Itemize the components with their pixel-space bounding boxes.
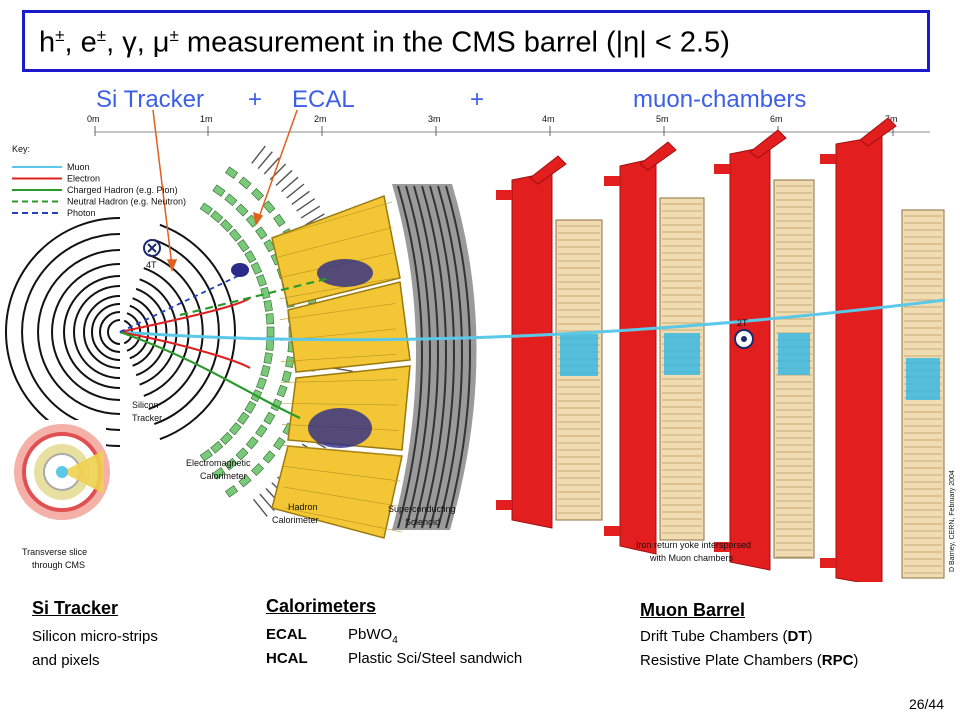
- hadron-shower-lower: [308, 408, 372, 448]
- subtitle-tracker: Si Tracker: [96, 86, 205, 113]
- transverse-slice-inset: [14, 420, 110, 546]
- subtitle-plus-2: +: [470, 86, 485, 113]
- hadron-shower-upper: [317, 259, 373, 287]
- legend-label-3: Neutral Hadron (e.g. Neutron): [67, 197, 186, 207]
- cms-slice-diagram: 0m 1m 2m 3m 4m 5m 6m 7m: [5, 110, 956, 582]
- scale-tick-1: 1m: [200, 114, 213, 124]
- solenoid-label-1: Superconducting: [388, 504, 456, 514]
- ecal-label-2: Calorimeter: [200, 471, 247, 481]
- tracker-line-1: Silicon micro-strips: [32, 628, 158, 645]
- muon-heading: Muon Barrel: [640, 600, 746, 620]
- scale-bar: 0m 1m 2m 3m 4m 5m 6m 7m: [87, 114, 930, 136]
- field-4t-icon: [143, 239, 161, 257]
- field-4t-label: 4T: [146, 260, 157, 270]
- hcal-material: Plastic Sci/Steel sandwich: [348, 650, 523, 667]
- yoke-label-1: Iron return yoke interspersed: [636, 540, 751, 550]
- credit-text: D Barney, CERN, February 2004: [949, 470, 956, 572]
- field-2t-label: 2T: [737, 318, 748, 328]
- muon-track: [119, 298, 946, 342]
- scale-tick-2: 2m: [314, 114, 327, 124]
- hcal-label-1: Hadron: [288, 502, 318, 512]
- legend-label-1: Electron: [67, 174, 100, 184]
- ecal-material: PbWO4: [348, 626, 398, 646]
- photon-track: [119, 274, 241, 333]
- calo-heading: Calorimeters: [266, 596, 377, 616]
- title-box: h±, e±, γ, μ± measurement in the CMS bar…: [22, 10, 930, 72]
- scale-tick-4: 4m: [542, 114, 555, 124]
- scale-tick-3: 3m: [428, 114, 441, 124]
- silicon-label-2: Tracker: [132, 413, 162, 423]
- slice-label-2: through CMS: [32, 560, 85, 570]
- hcal-blocks: [271, 194, 411, 539]
- page-title: h±, e±, γ, μ± measurement in the CMS bar…: [39, 26, 730, 59]
- slice-label-1: Transverse slice: [22, 547, 87, 557]
- scale-tick-0: 0m: [87, 114, 100, 124]
- ecal-term: ECAL: [266, 626, 307, 643]
- page-number: 26/44: [908, 696, 944, 712]
- hcal-label-2: Calorimeter: [272, 515, 319, 525]
- electron-track: [119, 297, 251, 333]
- muon-yoke: [496, 117, 945, 582]
- tracker-heading: Si Tracker: [32, 598, 119, 618]
- solenoid: [392, 184, 477, 530]
- silicon-label-1: Silicon: [132, 400, 159, 410]
- scale-tick-7: 7m: [885, 114, 898, 124]
- subtitle-muon: muon-chambers: [633, 86, 807, 113]
- silicon-tracker: [5, 217, 237, 447]
- scale-tick-5: 5m: [656, 114, 669, 124]
- field-2t-icon: [734, 329, 754, 349]
- subtitle-plus-1: +: [248, 86, 263, 113]
- legend-label-4: Photon: [67, 208, 96, 218]
- ecal-label-1: Electromagnetic: [186, 458, 251, 468]
- tracker-line-2: and pixels: [32, 652, 100, 669]
- hcal-term: HCAL: [266, 650, 308, 667]
- scale-tick-6: 6m: [770, 114, 783, 124]
- legend-label-0: Muon: [67, 162, 90, 172]
- legend-heading: Key:: [12, 144, 30, 154]
- yoke-label-2: with Muon chambers: [649, 553, 734, 563]
- legend-label-2: Charged Hadron (e.g. Pion): [67, 185, 178, 195]
- particle-tracks: [119, 263, 946, 419]
- pointer-arrows: [152, 110, 298, 273]
- subtitle-ecal: ECAL: [292, 86, 355, 113]
- muon-line-1: Drift Tube Chambers (DT): [640, 628, 813, 645]
- charged-hadron-track: [119, 330, 301, 419]
- solenoid-label-2: Solenoid: [405, 517, 440, 527]
- muon-line-2: Resistive Plate Chambers (RPC): [640, 652, 859, 669]
